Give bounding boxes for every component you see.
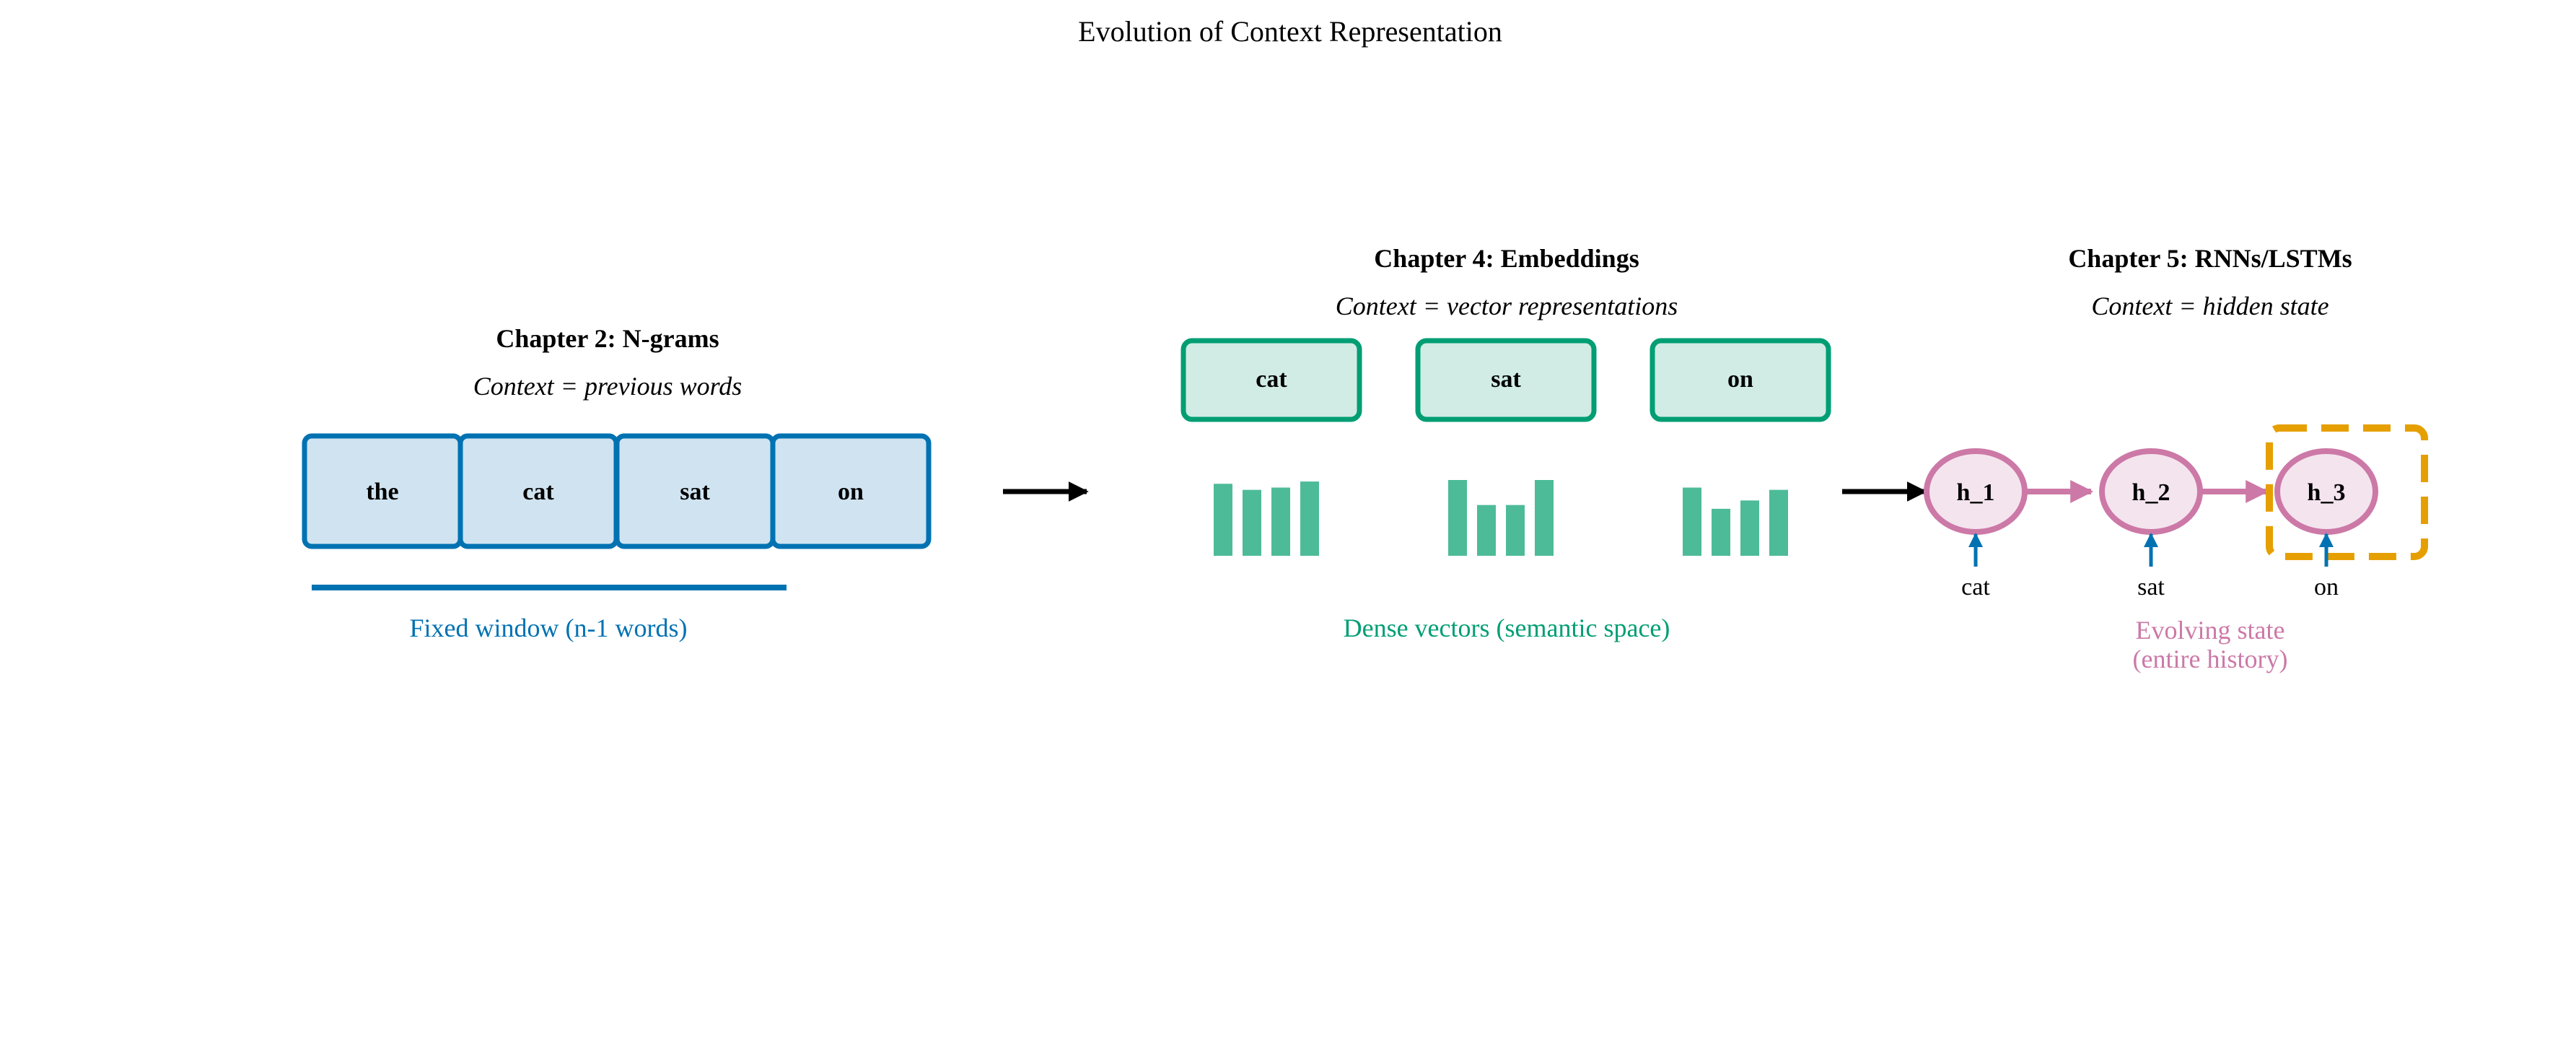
ngrams-caption: Fixed window (n-1 words) (410, 614, 688, 642)
vector-bar (1535, 480, 1554, 556)
current-state-highlight (2266, 424, 2428, 560)
embedding-vector-bars (1214, 480, 1788, 556)
embedding-word-label: sat (1491, 366, 1521, 393)
ngrams-subtitle: Context = previous words (473, 372, 742, 401)
rnn-subtitle: Context = hidden state (2091, 292, 2329, 320)
hidden-state-node: h_3 (2274, 448, 2378, 535)
embedding-word-box: on (1650, 338, 1831, 422)
diagram-title: Evolution of Context Representation (1078, 15, 1502, 48)
rnn-panel: Chapter 5: RNNs/LSTMs Context = hidden s… (1924, 244, 2428, 673)
ngram-word-box: sat (614, 433, 776, 549)
ngram-word-box: cat (457, 433, 619, 549)
hidden-state-node: h_2 (2099, 448, 2203, 535)
hidden-state-node: h_1 (1924, 448, 2028, 535)
embedding-word-box: sat (1415, 338, 1597, 422)
ngram-word-label: sat (680, 479, 710, 505)
ngram-word-label: the (366, 479, 398, 505)
input-word-label: on (2314, 574, 2339, 601)
embedding-word-box: cat (1180, 338, 1362, 422)
embeddings-panel: Chapter 4: Embeddings Context = vector r… (1180, 244, 1831, 642)
embeddings-subtitle: Context = vector representations (1336, 292, 1678, 320)
vector-bar (1243, 489, 1261, 556)
rnn-caption-line2: (entire history) (2133, 645, 2288, 673)
rnn-caption-line1: Evolving state (2136, 616, 2285, 645)
ngram-word-box: the (302, 433, 463, 549)
vector-bar (1683, 487, 1701, 556)
hidden-state-label: h_1 (1957, 479, 1995, 506)
vector-bar (1448, 480, 1467, 556)
ngrams-heading: Chapter 2: N-grams (496, 324, 719, 353)
vector-bar (1271, 487, 1290, 556)
input-word-label: sat (2137, 574, 2165, 601)
vector-bar (1214, 484, 1232, 556)
vector-bar (1300, 481, 1319, 556)
embeddings-heading: Chapter 4: Embeddings (1374, 244, 1639, 273)
embedding-word-label: cat (1256, 366, 1287, 393)
vector-bar (1506, 505, 1525, 556)
hidden-state-label: h_2 (2132, 479, 2170, 506)
vector-bar (1712, 508, 1730, 556)
embedding-word-label: on (1727, 366, 1753, 393)
vector-bar (1740, 500, 1759, 556)
input-word-label: cat (1961, 574, 1990, 601)
ngram-word-label: cat (522, 479, 554, 505)
embeddings-caption: Dense vectors (semantic space) (1344, 614, 1670, 642)
ngram-word-box: on (770, 433, 932, 549)
ngram-word-label: on (838, 479, 864, 505)
vector-bar (1477, 505, 1496, 556)
hidden-state-label: h_3 (2308, 479, 2346, 506)
ngrams-panel: Chapter 2: N-grams Context = previous wo… (302, 324, 932, 642)
rnn-heading: Chapter 5: RNNs/LSTMs (2068, 244, 2352, 273)
vector-bar (1769, 489, 1788, 556)
